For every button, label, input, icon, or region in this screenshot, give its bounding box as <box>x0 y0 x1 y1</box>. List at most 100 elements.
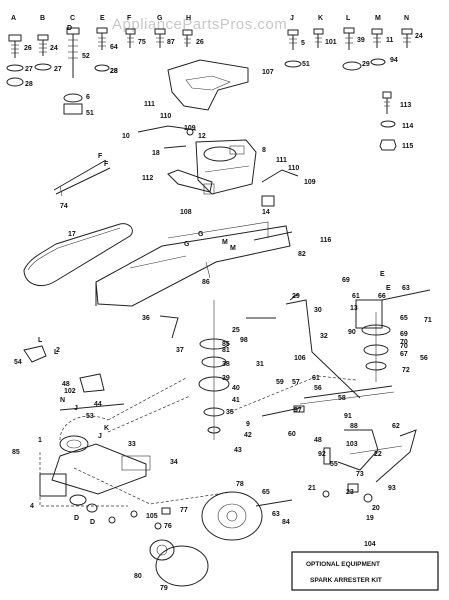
watermark: AppliancePartsPros.com <box>112 16 287 33</box>
callout-60: 60 <box>288 431 296 438</box>
assembly-drawing <box>23 59 431 587</box>
callout-21: 21 <box>308 485 316 492</box>
label-51b: 51 <box>302 61 310 68</box>
callout-38: 38 <box>222 361 230 368</box>
callout-1: 1 <box>38 437 42 444</box>
label-27: 27 <box>25 66 33 73</box>
callout-69b: 69 <box>400 331 408 338</box>
callout-63: 63 <box>402 285 410 292</box>
label-75: 75 <box>138 39 146 46</box>
label-64: 64 <box>110 44 118 51</box>
callout-43: 43 <box>234 447 242 454</box>
callout-2: 2 <box>56 347 60 354</box>
callout-61: 61 <box>352 293 360 300</box>
callout-85b: 85 <box>12 449 20 456</box>
callout-79: 79 <box>160 585 168 592</box>
callout-74: 74 <box>60 203 68 210</box>
callout-56: 56 <box>314 385 322 392</box>
callout-42: 42 <box>244 432 252 439</box>
label-28: 28 <box>25 81 33 88</box>
callout-34: 34 <box>170 459 178 466</box>
wheel-79 <box>155 545 209 587</box>
callout-109: 109 <box>184 125 196 132</box>
callout-f2: F <box>104 161 109 168</box>
callout-93: 93 <box>388 485 396 492</box>
callout-116: 116 <box>320 237 331 244</box>
callout-23: 23 <box>346 489 354 496</box>
label-101: 101 <box>325 39 337 46</box>
callout-18: 18 <box>152 150 160 157</box>
callout-110b: 110 <box>288 165 299 172</box>
bolt-k-icon <box>313 28 324 48</box>
callout-d1: D <box>74 515 79 522</box>
callout-j2: J <box>98 433 102 440</box>
callout-109b: 109 <box>304 179 316 186</box>
letter-n: N <box>404 15 409 22</box>
engine-8 <box>195 139 257 195</box>
label-29: 29 <box>362 61 370 68</box>
callout-72: 72 <box>402 367 410 374</box>
callout-8: 8 <box>262 147 266 154</box>
letter-m: M <box>375 15 381 22</box>
callout-56b: 56 <box>420 355 428 362</box>
callout-80: 80 <box>134 573 142 580</box>
callout-63b: 63 <box>272 511 280 518</box>
callout-30: 30 <box>314 307 322 314</box>
callout-g2: G <box>184 241 190 248</box>
callout-76: 76 <box>164 523 172 530</box>
optional-title: OPTIONAL EQUIPMENT <box>306 561 380 568</box>
callout-110: 110 <box>160 113 171 120</box>
label-115: 115 <box>402 143 413 150</box>
label-24b: 24 <box>415 33 423 40</box>
pulley-1 <box>59 435 89 453</box>
optional-subtitle: SPARK ARRESTER KIT <box>310 577 382 584</box>
callout-14: 14 <box>262 209 270 216</box>
letter-j: J <box>290 15 294 22</box>
callout-20: 20 <box>372 505 380 512</box>
letter-g: G <box>157 15 163 22</box>
letter-f: F <box>127 15 132 22</box>
callout-58: 58 <box>338 395 346 402</box>
callout-g1: G <box>198 231 204 238</box>
bolt-j-icon <box>284 29 302 68</box>
bolt-d-icon <box>63 27 83 115</box>
wheel-78 <box>201 491 263 541</box>
callout-k: K <box>104 425 109 432</box>
callout-108: 108 <box>180 209 192 216</box>
callout-90: 90 <box>348 329 356 336</box>
bolt-a-icon <box>6 34 24 87</box>
label-114: 114 <box>402 123 413 130</box>
frame <box>95 225 291 307</box>
label-52: 52 <box>82 53 90 60</box>
callout-71: 71 <box>424 317 432 324</box>
callout-104: 104 <box>364 541 376 548</box>
callout-88: 88 <box>350 423 358 430</box>
callout-81: 81 <box>222 347 230 354</box>
callout-65: 65 <box>400 315 408 322</box>
label-39: 39 <box>357 37 365 44</box>
letter-l: L <box>346 15 351 22</box>
bolt-b-icon <box>34 34 52 71</box>
callout-61b: 61 <box>312 375 320 382</box>
callout-77: 77 <box>180 507 188 514</box>
callout-35: 35 <box>226 409 234 416</box>
callout-107: 107 <box>262 69 274 76</box>
callout-73: 73 <box>356 471 364 478</box>
label-113: 113 <box>400 102 411 109</box>
letter-k: K <box>318 15 323 22</box>
callout-39: 39 <box>222 375 230 382</box>
callout-69: 69 <box>342 277 350 284</box>
callout-19: 19 <box>366 515 374 522</box>
callout-29: 29 <box>292 293 300 300</box>
belt-17 <box>23 223 133 286</box>
callout-j1: J <box>74 405 78 412</box>
hardware-labels: A B C D E F G H J K L M N 26 24 27 27 28… <box>11 15 423 150</box>
letter-d: D <box>67 25 72 32</box>
callout-92: 92 <box>318 451 326 458</box>
callout-33: 33 <box>128 441 136 448</box>
callout-32: 32 <box>320 333 328 340</box>
callout-13: 13 <box>350 305 358 312</box>
callout-53: 53 <box>86 413 94 420</box>
label-51: 51 <box>86 110 94 117</box>
